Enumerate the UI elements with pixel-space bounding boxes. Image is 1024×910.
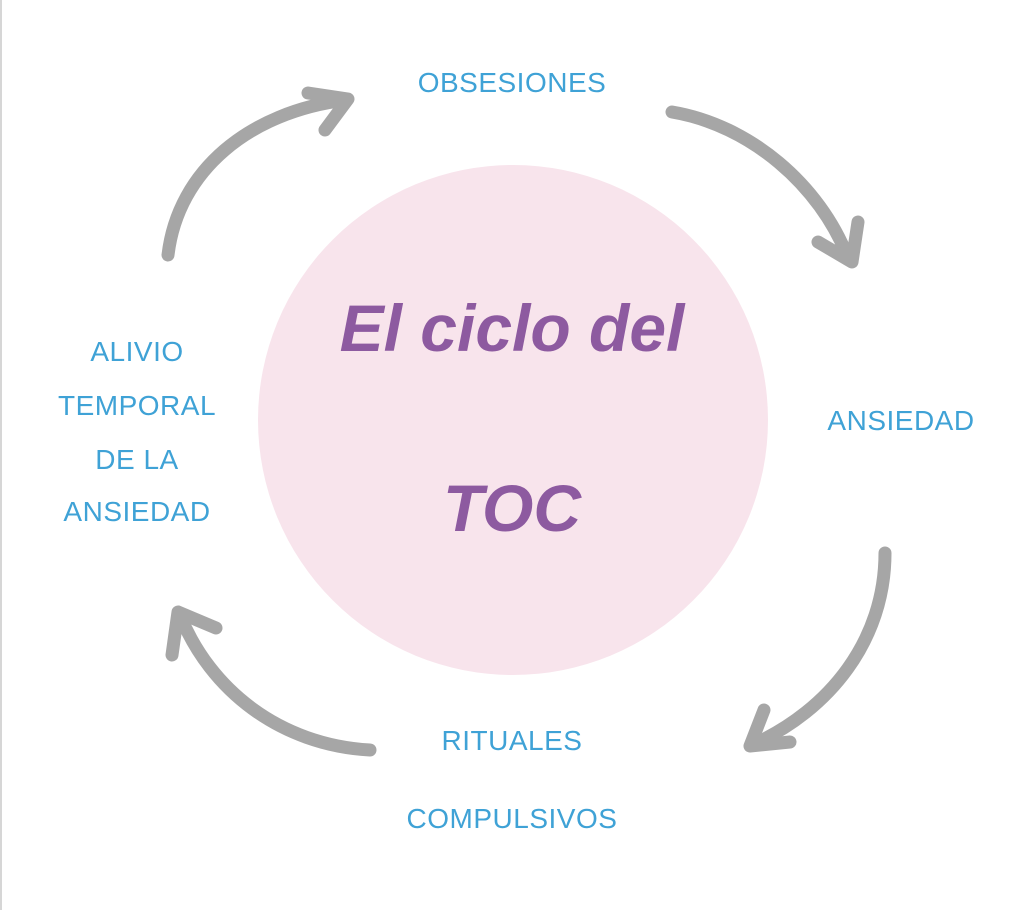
center-title-line-2: TOC [442, 471, 582, 545]
center-title-line-1: El ciclo del [339, 291, 685, 365]
arrow-obsesiones-to-ansiedad [665, 105, 865, 269]
step-label-rituales-line-1: RITUALES [441, 725, 583, 756]
step-label-ansiedad: ANSIEDAD [827, 405, 975, 436]
left-frame-border [0, 0, 2, 910]
arrow-alivio-to-obsesiones [161, 86, 355, 262]
step-label-obsesiones: OBSESIONES [417, 67, 607, 98]
center-circle [258, 165, 768, 675]
step-label-alivio-line-1: ALIVIO [90, 336, 184, 367]
step-label-alivio-line-4: ANSIEDAD [63, 496, 211, 527]
step-label-alivio-line-3: DE LA [95, 444, 179, 475]
step-label-alivio-line-2: TEMPORAL [57, 390, 217, 421]
arrow-ansiedad-to-rituales [743, 546, 892, 753]
arrow-rituales-to-alivio [165, 605, 377, 757]
step-label-rituales-line-2: COMPULSIVOS [406, 803, 618, 834]
